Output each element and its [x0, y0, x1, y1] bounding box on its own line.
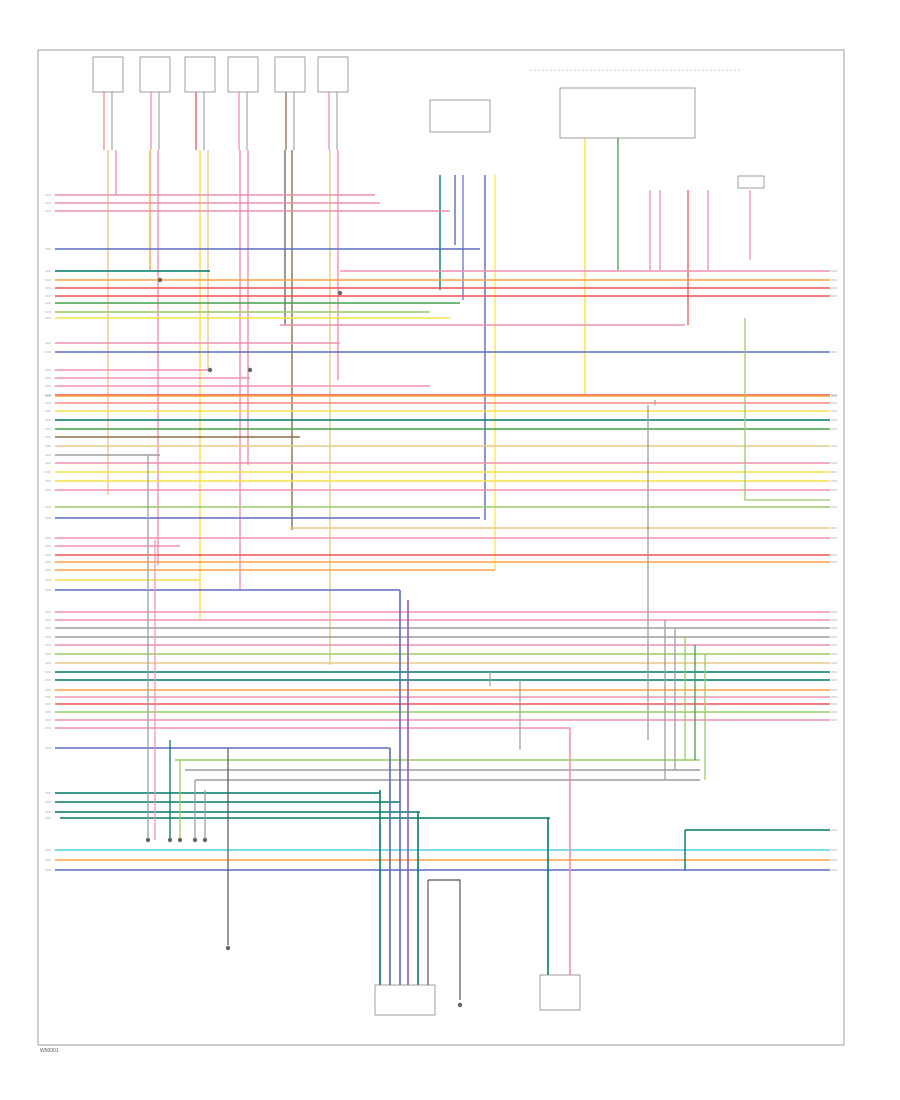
top-connector-box	[317, 56, 349, 93]
component-layer	[92, 56, 765, 1016]
center-bottom-connector-box	[374, 984, 436, 1016]
label-layer	[45, 194, 837, 871]
left-ground-icon	[225, 945, 231, 951]
switch-body	[737, 175, 765, 189]
splice-dot	[167, 837, 173, 843]
right-bottom-connector-box	[539, 974, 581, 1011]
footer-code: W50001	[40, 1048, 59, 1054]
splice-dot	[177, 837, 183, 843]
splice-dot	[192, 837, 198, 843]
splice-dot	[157, 277, 163, 283]
top-center-module-box	[429, 99, 491, 133]
wire-ltgreen-route	[744, 318, 830, 501]
top-connector-box	[92, 56, 124, 93]
splice-dot	[337, 290, 343, 296]
top-connector-box	[184, 56, 216, 93]
top-connector-box	[139, 56, 171, 93]
top-connector-box	[227, 56, 259, 93]
splice-dot	[247, 367, 253, 373]
center-ground-icon	[457, 1002, 463, 1008]
splice-dot	[207, 367, 213, 373]
upper-right-module-box	[559, 87, 696, 139]
splice-dot	[202, 837, 208, 843]
top-connector-box	[274, 56, 306, 93]
diagram-border	[37, 49, 845, 1046]
wire-black-route	[428, 879, 461, 1000]
splice-dot	[145, 837, 151, 843]
wire-layer	[55, 69, 830, 1000]
